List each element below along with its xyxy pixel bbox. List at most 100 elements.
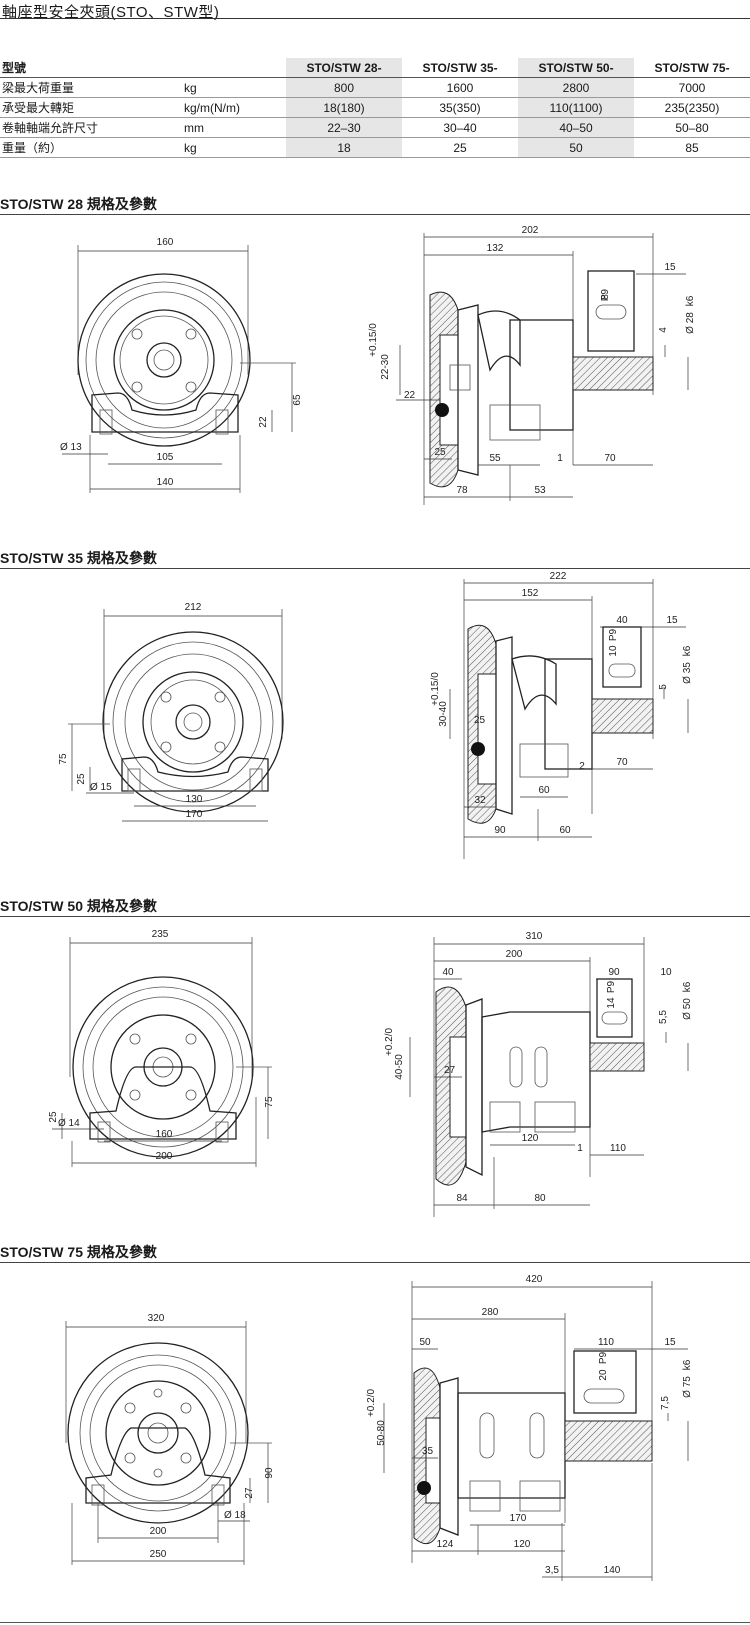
dim-s15: 15 [664,1337,676,1348]
section-title-28: STO/STW 28 規格及參數 [0,196,157,212]
bottom-rule [0,1622,750,1623]
drawing-sto28: 160 105 140 Ø 13 65 22 202 132 [60,225,696,505]
header-sto35: STO/STW 35- [402,58,518,78]
dim-s50: 50 [419,1337,431,1348]
dim-hole-d: Ø 13 [60,442,82,453]
cell: 2800 [518,77,634,98]
dim-holes: 130 [186,794,203,805]
dim-keyp: P9 [606,980,617,993]
dim-b35: 35 [422,1446,434,1457]
side-view: 420 280 50 110 15 20 P9 7,5 Ø 75 k6 50-8… [366,1274,693,1581]
section-rule [0,1262,750,1263]
dim-total: 202 [522,225,539,236]
dim-bore: 30-40 [438,701,449,727]
front-view: 235 160 200 Ø 14 75 25 [48,929,275,1167]
table-row: 卷軸軸端允許尺寸 mm 22–30 30–40 40–50 50–80 [0,117,750,138]
dim-width: 212 [185,602,202,613]
dim-b140: 140 [604,1565,621,1576]
dim-hole-d: Ø 18 [224,1510,246,1521]
dim-b84: 84 [456,1193,468,1204]
dim-b90: 90 [494,825,506,836]
header-model: 型號 [0,58,182,78]
dim-h2: 25 [48,1111,59,1123]
dim-body: 132 [487,243,504,254]
cell: 235(2350) [634,97,750,118]
dim-base: 170 [186,809,203,820]
dim-b70: 70 [616,757,628,768]
dim-s15: 15 [664,262,676,273]
spec-header-row: 型號 STO/STW 28- STO/STW 35- STO/STW 50- S… [0,58,750,78]
dim-base: 250 [150,1549,167,1560]
dim-shaft: Ø 35 [682,662,693,684]
row-label: 卷軸軸端允許尺寸 [0,117,182,138]
dim-shaft: Ø 75 [682,1376,693,1398]
dim-body: 152 [522,588,539,599]
drawing-sto35: 212 130 170 Ø 15 75 25 222 152 40 [58,571,693,859]
header-sto28: STO/STW 28- [286,58,402,78]
dim-base: 140 [157,477,174,488]
page-title: 軸座型安全夾頭(STO、STW型) [2,4,220,21]
dim-key: 20 [598,1369,609,1381]
dim-b35s: 3,5 [545,1565,559,1576]
dim-b25: 25 [434,447,446,458]
dim-h1: 65 [292,394,303,406]
dim-shaftk: k6 [682,1359,693,1370]
cell: 40–50 [518,117,634,138]
row-label: 承受最大轉矩 [0,97,182,118]
section-title-35: STO/STW 35 規格及參數 [0,550,157,566]
dim-tol: +0.15/0 [368,323,379,357]
cell: 50 [518,137,634,158]
dim-bore: 50-80 [376,1420,387,1446]
cell: 85 [634,137,750,158]
dim-shaft: Ø 28 [685,312,696,334]
dim-body: 280 [482,1307,499,1318]
dim-b170: 170 [510,1513,527,1524]
cell: 50–80 [634,117,750,138]
dim-keyp: P9 [600,289,611,302]
table-row: 梁最大荷重量 kg 800 1600 2800 7000 [0,77,750,98]
dim-tol: +0.2/0 [366,1389,377,1418]
dim-h1: 75 [264,1096,275,1108]
row-unit: mm [182,117,286,138]
cell: 7000 [634,77,750,98]
section-rule [0,568,750,569]
section-rule [0,214,750,215]
dim-shaft: Ø 50 [682,998,693,1020]
drawing-sto50: 235 160 200 Ø 14 75 25 310 200 40 [48,929,693,1217]
dim-s10: 10 [660,967,672,978]
dim-keyp: P9 [598,1351,609,1364]
table-row: 重量（約） kg 18 25 50 85 [0,137,750,158]
dim-s15: 15 [666,615,678,626]
dim-key: 8 [600,294,611,300]
dim-b2: 2 [579,761,585,772]
dim-b124: 124 [437,1539,454,1550]
spec-table: 型號 STO/STW 28- STO/STW 35- STO/STW 50- S… [0,58,750,158]
dim-holes: 105 [157,452,174,463]
dim-hole-d: Ø 14 [58,1118,80,1129]
header-unit [182,58,286,78]
front-view: 320 200 250 Ø 18 90 27 [65,1313,275,1565]
dim-keyp: P9 [608,628,619,641]
front-view: 160 105 140 Ø 13 65 22 [60,237,303,493]
dim-b32: 32 [474,795,486,806]
cell: 800 [286,77,402,98]
dim-hole-d: Ø 15 [90,782,112,793]
dim-b22: 22 [404,390,416,401]
dim-h2: 25 [76,773,87,785]
dim-d5: 5,5 [658,1010,669,1024]
dim-h2: 22 [258,416,269,428]
dim-body: 200 [506,949,523,960]
dim-b60b: 60 [559,825,571,836]
dim-shaftk: k6 [685,295,696,306]
dim-tol: +0.2/0 [384,1028,395,1057]
dim-b27: 27 [444,1065,456,1076]
dim-shaftk: k6 [682,981,693,992]
side-view: 202 132 15 8 P9 4 Ø 28 k6 22-30 +0.15/0 … [368,225,696,505]
dim-d4: 4 [658,327,669,333]
cell: 30–40 [402,117,518,138]
cell: 110(1100) [518,97,634,118]
section-title-75: STO/STW 75 規格及參數 [0,1244,157,1260]
cell: 35(350) [402,97,518,118]
row-label: 梁最大荷重量 [0,77,182,98]
dim-tol: +0.15/0 [430,672,441,706]
